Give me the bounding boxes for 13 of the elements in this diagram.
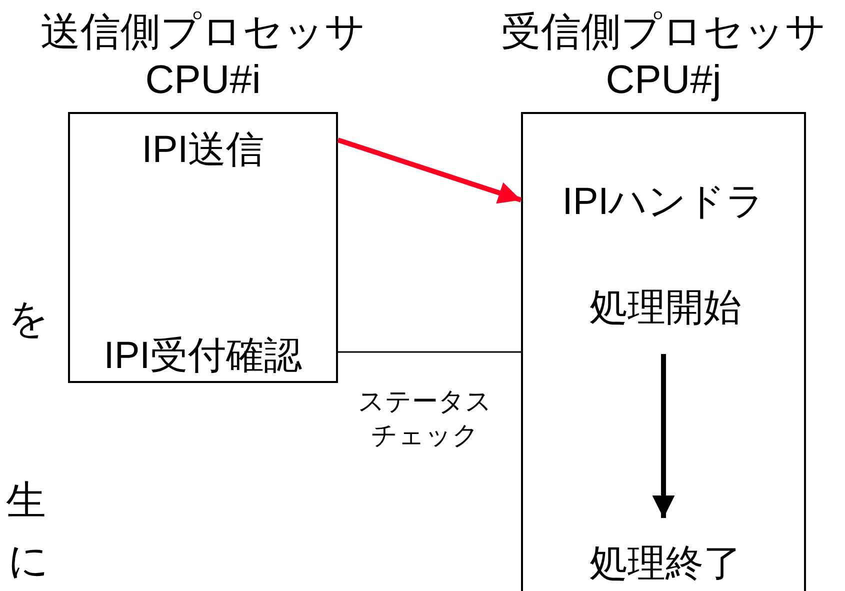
step-text: 処理終了: [583, 538, 748, 590]
step-text: 処理開始: [583, 282, 748, 334]
arrow: [337, 138, 522, 204]
arrow: [652, 354, 675, 518]
step-text: IPIハンドラ: [561, 180, 766, 224]
step-text: IPI受付確認: [102, 334, 304, 378]
panel-heading: 受信側プロセッサ CPU#j: [500, 9, 827, 104]
text-fragment: に: [8, 538, 49, 584]
text-fragment: を: [8, 296, 49, 342]
edge-label: ステータスチェック: [357, 385, 493, 452]
text-fragment: 生: [6, 478, 46, 524]
step-text: IPI送信: [140, 128, 266, 172]
panel-heading: 送信側プロセッサ CPU#i: [40, 9, 366, 104]
